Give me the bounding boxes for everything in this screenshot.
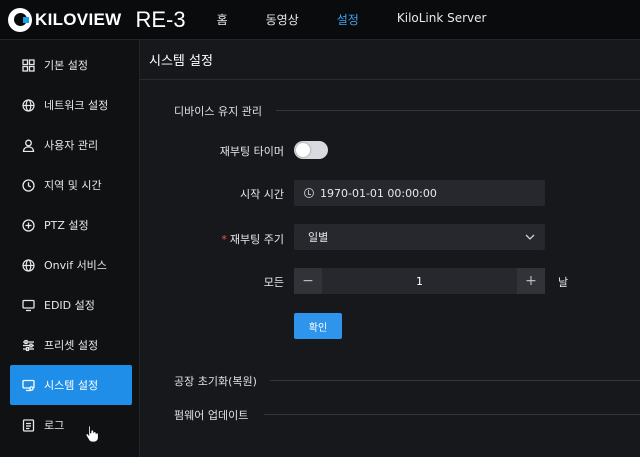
reboot-cycle-label-text: 재부팅 주기: [229, 233, 284, 246]
settings-screen-icon: [22, 379, 35, 392]
sidebar-item-edid-settings[interactable]: EDID 설정: [10, 285, 132, 325]
firmware-update-title[interactable]: 펌웨어 업데이트: [174, 409, 249, 422]
sidebar-item-log[interactable]: 로그: [10, 405, 132, 445]
required-mark: *: [221, 233, 227, 246]
sidebar-item-preset-settings[interactable]: 프리셋 설정: [10, 325, 132, 365]
nav-home[interactable]: 홈: [216, 13, 228, 27]
clock-icon: [22, 178, 35, 192]
every-unit: 날: [558, 276, 569, 289]
log-icon: [22, 418, 35, 432]
increment-button[interactable]: +: [517, 268, 545, 294]
kiloview-logo-icon: [8, 7, 32, 32]
sidebar-item-network-settings[interactable]: 네트워크 설정: [10, 85, 132, 125]
section-divider: [264, 414, 640, 415]
sidebar-item-region-time[interactable]: 지역 및 시간: [10, 165, 132, 205]
sidebar: 기본 설정 네트워크 설정 사용자 관리 지역 및 시간 PTZ 설정 Onvi…: [0, 40, 140, 457]
sidebar-item-user-management[interactable]: 사용자 관리: [10, 125, 132, 165]
section-divider: [270, 380, 640, 381]
sidebar-item-onvif-service[interactable]: Onvif 서비스: [10, 245, 132, 285]
page-title: 시스템 설정: [140, 40, 640, 80]
clock-icon: [304, 188, 314, 198]
globe-icon: [22, 98, 35, 112]
user-icon: [22, 139, 35, 152]
sidebar-item-label: 프리셋 설정: [44, 339, 99, 352]
main-nav: 홈 동영상 설정 KiloLink Server: [198, 11, 506, 28]
ptz-icon: [22, 218, 35, 232]
start-time-value: 1970-01-01 00:00:00: [320, 186, 437, 200]
kiloview-logo[interactable]: KILOVIEW: [8, 7, 122, 32]
start-time-field[interactable]: 1970-01-01 00:00:00: [294, 180, 545, 206]
sliders-icon: [22, 339, 35, 352]
reboot-cycle-label: *재부팅 주기: [190, 231, 284, 247]
product-name: RE-3: [135, 6, 186, 32]
factory-reset-title[interactable]: 공장 초기화(복원): [174, 375, 257, 388]
sidebar-item-ptz-settings[interactable]: PTZ 설정: [10, 205, 132, 245]
sidebar-item-label: 사용자 관리: [44, 139, 99, 152]
sidebar-item-label: EDID 설정: [44, 299, 95, 312]
confirm-button[interactable]: 확인: [294, 313, 342, 339]
hand-cursor-icon: [85, 425, 99, 442]
sidebar-item-label: 기본 설정: [44, 59, 88, 72]
sidebar-item-label: 네트워크 설정: [44, 99, 109, 112]
sidebar-item-label: Onvif 서비스: [44, 259, 107, 272]
logo-text: KILOVIEW: [35, 9, 122, 29]
sidebar-item-label: 지역 및 시간: [44, 179, 102, 192]
start-time-label: 시작 시간: [240, 188, 284, 201]
decrement-button[interactable]: −: [294, 268, 322, 294]
grid-icon: [22, 58, 35, 72]
top-bar: KILOVIEW RE-3 홈 동영상 설정 KiloLink Server: [0, 0, 640, 40]
sidebar-item-basic-settings[interactable]: 기본 설정: [10, 45, 132, 85]
sidebar-item-label: 로그: [44, 419, 65, 432]
every-stepper[interactable]: − 1 +: [294, 268, 545, 294]
chevron-down-icon: [525, 234, 535, 240]
monitor-icon: [22, 299, 35, 312]
sidebar-item-system-settings[interactable]: 시스템 설정: [10, 365, 132, 405]
nav-settings[interactable]: 설정: [336, 13, 359, 27]
every-value[interactable]: 1: [416, 274, 423, 288]
every-label: 모든: [263, 276, 284, 289]
reboot-timer-label: 재부팅 타이머: [219, 145, 284, 158]
reboot-cycle-value: 일별: [308, 231, 329, 244]
globe-icon: [22, 258, 35, 272]
nav-video[interactable]: 동영상: [265, 13, 299, 27]
sidebar-item-label: PTZ 설정: [44, 219, 89, 232]
reboot-cycle-select[interactable]: 일별: [294, 224, 545, 250]
nav-kilolink-server[interactable]: KiloLink Server: [396, 11, 487, 25]
section-divider: [276, 110, 640, 111]
sidebar-item-label: 시스템 설정: [44, 379, 99, 392]
device-maintenance-title: 디바이스 유지 관리: [174, 105, 262, 118]
reboot-timer-toggle[interactable]: [294, 141, 328, 159]
